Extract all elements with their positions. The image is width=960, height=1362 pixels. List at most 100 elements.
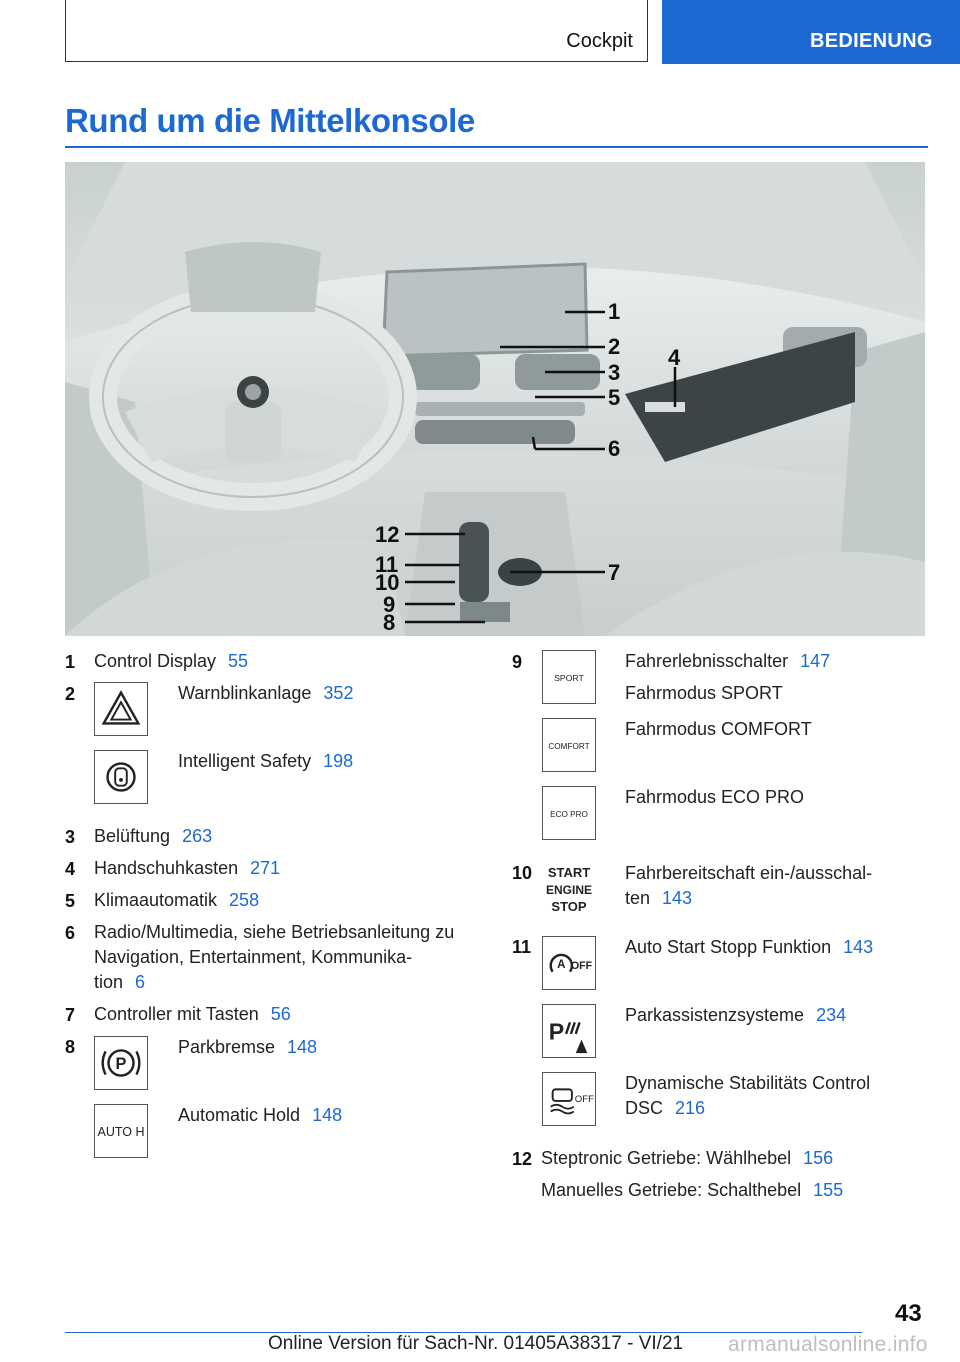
item-label: Fahrerlebnisschalter	[625, 651, 789, 671]
comfort-mode-icon: COMFORT	[542, 718, 596, 772]
sport-mode-icon: SPORT	[542, 650, 596, 704]
parking-brake-icon: P	[94, 1036, 148, 1090]
item-label: Controller mit Tasten	[94, 1004, 259, 1024]
item-number: 11	[512, 937, 532, 957]
item-number: 6	[65, 923, 76, 943]
page-ref-link[interactable]: 6	[135, 972, 146, 992]
page-ref-link[interactable]: 156	[803, 1148, 834, 1168]
callout-3: 3	[608, 360, 620, 385]
item-label: Auto Start Stopp Funktion	[625, 937, 832, 957]
comfort-mode-icon-label: COMFORT	[548, 742, 589, 751]
callout-7: 7	[608, 560, 620, 585]
list-item: Parkbremse 148	[178, 1035, 317, 1060]
header-section-label: Cockpit	[566, 30, 633, 52]
list-item: Fahrbereitschaft ein-/ausschal- ten 143	[625, 861, 872, 911]
item-label: Klimaautomatik	[94, 890, 218, 910]
list-item: Handschuhkasten 271	[94, 856, 280, 881]
item-number: 7	[65, 1005, 76, 1025]
page-ref-link[interactable]: 198	[323, 751, 354, 771]
start-icon-line: START	[548, 865, 590, 880]
item-number: 2	[65, 684, 76, 704]
item-label: Warnblinkanlage	[178, 683, 312, 703]
list-item: Steptronic Getriebe: Wählhebel 156 Manuel…	[541, 1146, 843, 1203]
watermark: armanualsonline.info	[728, 1333, 928, 1356]
page-ref-link[interactable]: 148	[287, 1037, 318, 1057]
page-ref-link[interactable]: 143	[662, 888, 693, 908]
list-item: Radio/Multimedia, siehe Betriebsanleitun…	[94, 920, 454, 995]
item-label-line: tion	[94, 972, 124, 992]
list-item: Warnblinkanlage 352	[178, 681, 353, 706]
start-stop-button-icon: START ENGINE STOP	[542, 861, 596, 915]
item-label: Fahrmodus ECO PRO	[625, 787, 805, 807]
item-label: Fahrmodus COMFORT	[625, 719, 812, 739]
list-item: Belüftung 263	[94, 824, 212, 849]
item-label-line: Navigation, Entertainment, Kommunika-	[94, 947, 413, 967]
page-ref-link[interactable]: 55	[228, 651, 249, 671]
item-label: Parkbremse	[178, 1037, 276, 1057]
auto-hold-icon-label: AUTO H	[98, 1125, 145, 1139]
callout-8: 8	[383, 610, 395, 635]
item-label: Handschuhkasten	[94, 858, 239, 878]
page-ref-link[interactable]: 234	[816, 1005, 847, 1025]
page-ref-link[interactable]: 155	[813, 1180, 844, 1200]
item-number: 10	[512, 863, 533, 883]
title-divider	[65, 146, 928, 148]
eco-pro-mode-icon: ECO PRO	[542, 786, 596, 840]
cockpit-illustration: 1 2 3 4 5 6 7 8 9 10 11 12	[65, 162, 925, 636]
page-ref-link[interactable]: 148	[312, 1105, 343, 1125]
list-item: Fahrmodus ECO PRO	[625, 785, 804, 810]
item-label: Belüftung	[94, 826, 171, 846]
callout-2: 2	[608, 334, 620, 359]
item-label: Automatic Hold	[178, 1105, 301, 1125]
engine-icon-line: ENGINE	[546, 883, 592, 897]
item-label-line: Fahrbereitschaft ein-/ausschal-	[625, 863, 873, 883]
item-label-line: Radio/Multimedia, siehe Betriebsanleitun…	[94, 922, 455, 942]
svg-text:A: A	[557, 959, 566, 971]
page-title: Rund um die Mittelkonsole	[65, 102, 475, 139]
sport-mode-icon-label: SPORT	[554, 673, 584, 683]
dsc-off-icon: OFF	[542, 1072, 596, 1126]
list-item: Auto Start Stopp Funktion 143	[625, 935, 873, 960]
svg-text:P: P	[116, 1055, 127, 1073]
page-ref-link[interactable]: 271	[250, 858, 281, 878]
page-ref-link[interactable]: 143	[843, 937, 874, 957]
callout-9: 9	[383, 592, 395, 617]
list-item: Fahrmodus COMFORT	[625, 717, 812, 742]
off-icon-label: OFF	[571, 960, 593, 972]
item-label: Steptronic Getriebe: Wählhebel	[541, 1148, 792, 1168]
footer-divider	[65, 1332, 862, 1333]
callout-5: 5	[608, 385, 620, 410]
hazard-warning-icon	[94, 682, 148, 736]
item-number: 1	[65, 652, 76, 672]
page-number: 43	[895, 1300, 922, 1327]
page-ref-link[interactable]: 216	[675, 1098, 706, 1118]
item-sublabel: Manuelles Getriebe: Schalthebel	[541, 1180, 802, 1200]
callout-6: 6	[608, 436, 620, 461]
callout-10: 10	[375, 570, 399, 595]
page-ref-link[interactable]: 352	[323, 683, 354, 703]
stop-icon-line: STOP	[551, 899, 586, 914]
page-ref-link[interactable]: 258	[229, 890, 260, 910]
park-assist-icon: P	[542, 1004, 596, 1058]
item-number: 8	[65, 1037, 76, 1057]
item-label-line: ten	[625, 888, 651, 908]
item-number: 3	[65, 827, 76, 847]
list-item: Klimaautomatik 258	[94, 888, 259, 913]
list-item: Fahrerlebnisschalter 147 Fahrmodus SPORT	[625, 649, 830, 706]
eco-pro-mode-icon-label: ECO PRO	[550, 810, 588, 819]
callout-12: 12	[375, 522, 399, 547]
item-number: 4	[65, 859, 76, 879]
page-ref-link[interactable]: 263	[182, 826, 213, 846]
item-label: Control Display	[94, 651, 217, 671]
auto-start-stop-off-icon: A OFF	[542, 936, 596, 990]
list-item: Automatic Hold 148	[178, 1103, 342, 1128]
item-number: 12	[512, 1149, 533, 1169]
dsc-off-icon-label: OFF	[575, 1094, 594, 1105]
page-ref-link[interactable]: 56	[270, 1004, 291, 1024]
page-ref-link[interactable]: 147	[800, 651, 831, 671]
footer-text: Online Version für Sach-Nr. 01405A38317 …	[268, 1333, 684, 1354]
item-sublabel: Fahrmodus SPORT	[625, 683, 783, 703]
